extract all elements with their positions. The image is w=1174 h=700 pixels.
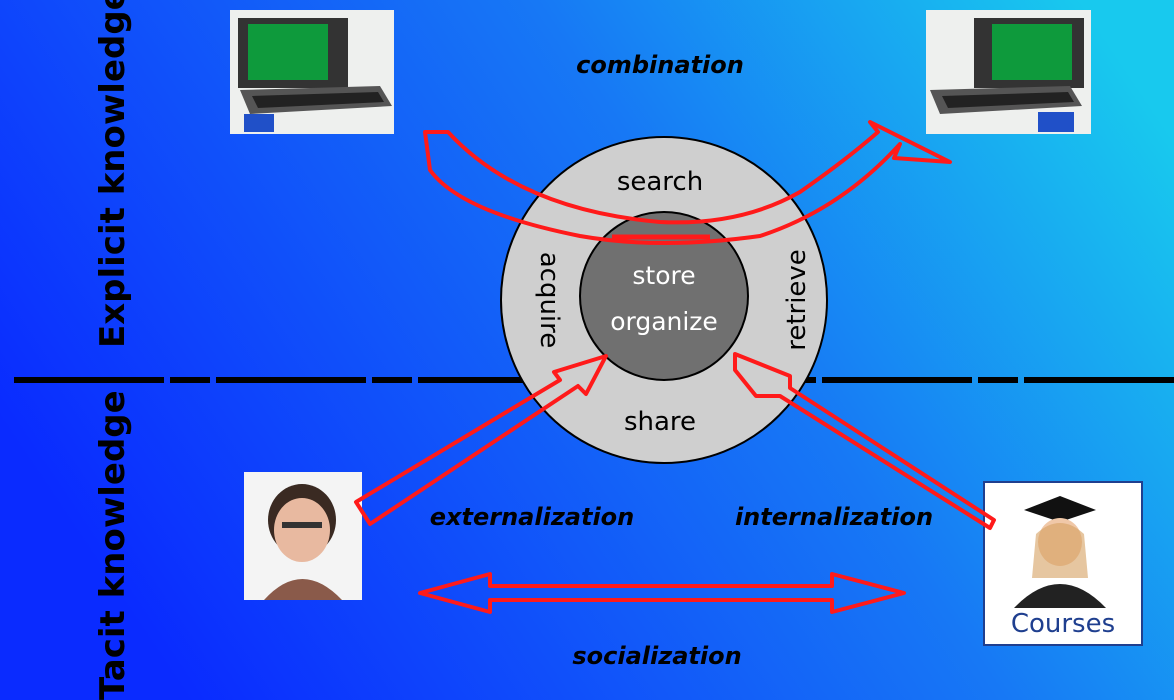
- share-label: share: [624, 407, 696, 437]
- woman-photo-icon: [244, 472, 362, 600]
- search-label: search: [617, 167, 703, 197]
- graduate-icon: Courses: [983, 481, 1143, 646]
- computer-icon: [926, 10, 1091, 134]
- store-organize-core: [579, 211, 749, 381]
- acquire-label: acquire: [534, 252, 564, 349]
- combination-label: combination: [576, 51, 744, 79]
- socialization-arrow: [418, 572, 906, 614]
- computer-icon: [230, 10, 394, 134]
- internalization-label: internalization: [735, 503, 933, 531]
- socialization-label: socialization: [572, 642, 741, 670]
- organize-label: organize: [610, 307, 718, 336]
- internalization-arrow: [733, 352, 996, 530]
- courses-caption: Courses: [1011, 609, 1115, 639]
- retrieve-label: retrieve: [782, 249, 812, 351]
- tacit-knowledge-label: Tacit knowledge: [93, 390, 133, 700]
- externalization-arrow: [354, 354, 608, 526]
- explicit-knowledge-label: Explicit knowledge: [93, 0, 133, 348]
- externalization-label: externalization: [430, 503, 635, 531]
- combination-arrow: [423, 120, 952, 245]
- store-label: store: [632, 261, 695, 290]
